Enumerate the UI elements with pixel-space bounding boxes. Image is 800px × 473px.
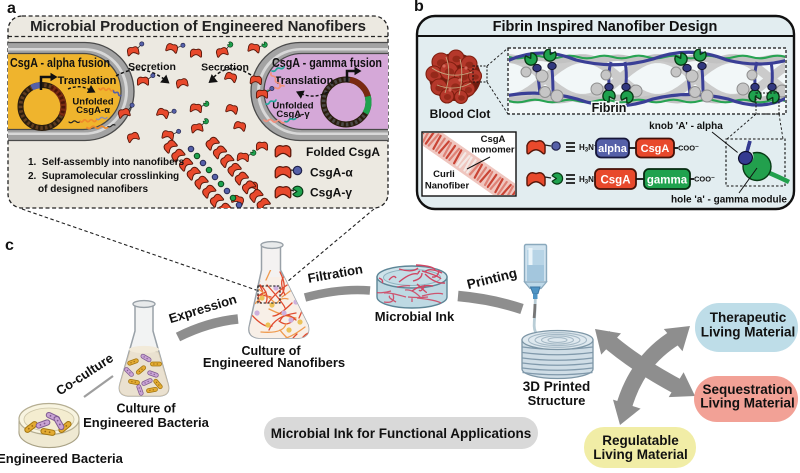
- svg-text:alpha: alpha: [598, 143, 628, 155]
- svg-text:Structure: Structure: [528, 393, 586, 408]
- svg-text:CsgA: CsgA: [641, 143, 670, 155]
- svg-text:Fibrin: Fibrin: [592, 101, 627, 115]
- svg-text:Unfolded: Unfolded: [272, 101, 313, 112]
- svg-text:CsgA-α: CsgA-α: [76, 105, 110, 116]
- svg-text:CsgA: CsgA: [600, 175, 630, 187]
- svg-text:1. Self-assembly into nanofib: 1. Self-assembly into nanofibers: [28, 157, 185, 168]
- svg-text:Culture of: Culture of: [241, 344, 301, 358]
- svg-text:Translation: Translation: [275, 75, 334, 87]
- svg-text:Microbial Ink for Functional A: Microbial Ink for Functional Application…: [271, 426, 532, 441]
- svg-text:gamma: gamma: [647, 175, 688, 187]
- svg-text:CsgA: CsgA: [481, 134, 506, 145]
- svg-text:Living Material: Living Material: [700, 396, 795, 411]
- svg-text:COO–: COO–: [678, 143, 699, 153]
- svg-text:Curli: Curli: [433, 169, 455, 180]
- svg-text:of designed nanofibers: of designed nanofibers: [38, 184, 148, 195]
- svg-text:CsgA-γ: CsgA-γ: [276, 109, 310, 120]
- svg-text:CsgA-γ: CsgA-γ: [310, 186, 352, 200]
- svg-text:monomer: monomer: [471, 145, 515, 156]
- svg-text:Sequestration: Sequestration: [702, 382, 792, 397]
- svg-text:Engineered Nanofibers: Engineered Nanofibers: [203, 355, 345, 370]
- svg-text:Nanofiber: Nanofiber: [425, 181, 470, 192]
- svg-text:COO–: COO–: [694, 174, 715, 184]
- svg-text:Living Material: Living Material: [701, 325, 796, 340]
- svg-text:Microbial Ink: Microbial Ink: [375, 309, 455, 324]
- svg-text:CsgA - gamma fusion: CsgA - gamma fusion: [272, 56, 382, 70]
- svg-text:hole 'a' - gamma module: hole 'a' - gamma module: [671, 195, 787, 206]
- svg-text:c: c: [5, 237, 14, 254]
- svg-text:Engineered Bacteria: Engineered Bacteria: [83, 415, 209, 430]
- svg-text:Living Material: Living Material: [593, 447, 688, 462]
- svg-text:knob 'A' - alpha: knob 'A' - alpha: [649, 121, 723, 132]
- svg-text:Folded CsgA: Folded CsgA: [306, 145, 380, 159]
- svg-text:Regulatable: Regulatable: [602, 433, 679, 448]
- svg-text:Blood Clot: Blood Clot: [430, 107, 491, 121]
- svg-text:3D Printed: 3D Printed: [523, 379, 591, 394]
- svg-text:Secretion: Secretion: [201, 62, 249, 74]
- svg-text:a: a: [7, 0, 16, 17]
- svg-text:Engineered Bacteria: Engineered Bacteria: [0, 451, 124, 466]
- svg-text:Secretion: Secretion: [128, 61, 176, 73]
- svg-text:2. Supramolecular crosslinkin: 2. Supramolecular crosslinking: [28, 171, 179, 182]
- svg-text:Therapeutic: Therapeutic: [710, 310, 787, 325]
- svg-text:CsgA-α: CsgA-α: [310, 166, 353, 180]
- svg-text:b: b: [414, 0, 424, 15]
- svg-text:Unfolded: Unfolded: [72, 97, 113, 108]
- svg-text:Culture of: Culture of: [116, 402, 176, 416]
- svg-text:Translation: Translation: [58, 75, 117, 87]
- svg-text:CsgA - alpha fusion: CsgA - alpha fusion: [10, 56, 110, 70]
- svg-text:Fibrin Inspired Nanofiber Desi: Fibrin Inspired Nanofiber Design: [493, 19, 718, 35]
- svg-text:Microbial Production of Engine: Microbial Production of Engineered Nanof…: [30, 18, 366, 35]
